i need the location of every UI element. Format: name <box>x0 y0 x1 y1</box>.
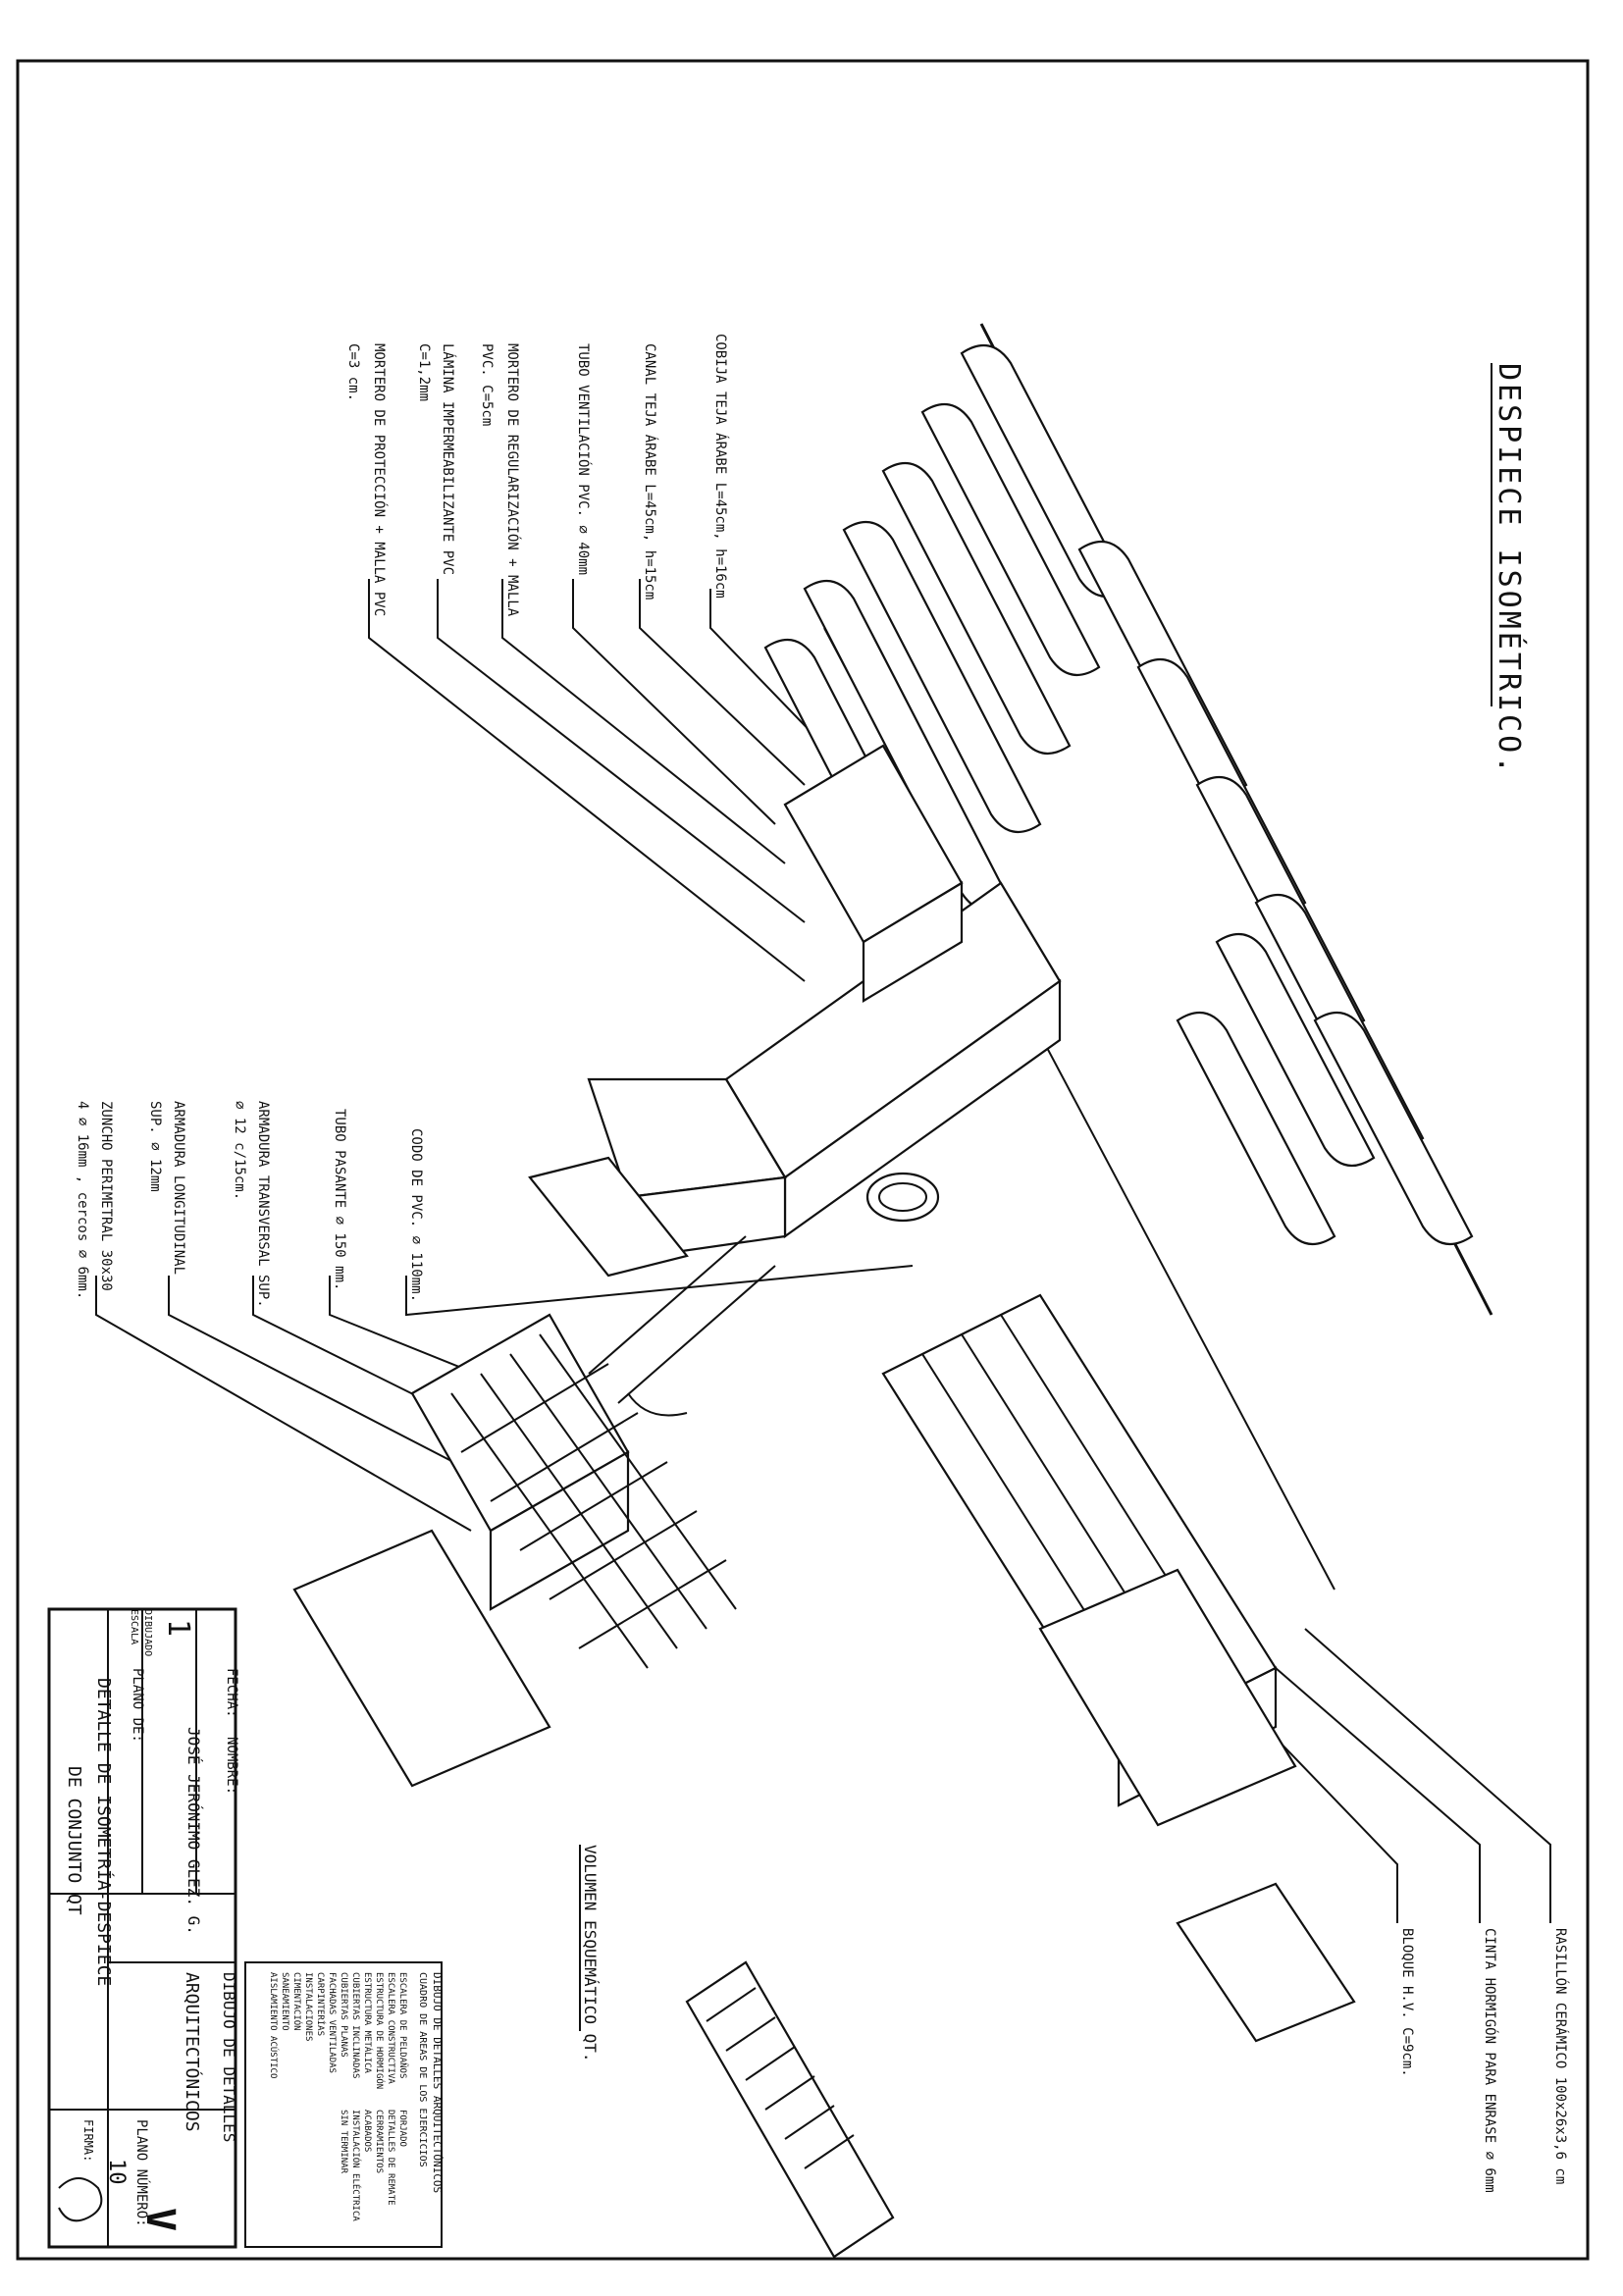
label-mortero-proteccion-2: C=3 cm. <box>345 343 361 401</box>
checklist-item: SIN TERMINAR <box>339 2110 348 2174</box>
label-zuncho-2: 4 ∅ 16mm , cercos ∅ 6mm. <box>75 1101 90 1299</box>
plano-de-line1: DETALLE DE ISOMETRÍA-DESPIECE <box>93 1678 115 1986</box>
label-lamina: LÁMINA IMPERMEABILIZANTE PVC <box>440 343 456 575</box>
label-armadura-transversal: ARMADURA TRANSVERSAL SUP. <box>255 1101 271 1308</box>
label-canal: CANAL TEJA ÁRABE L=45cm, h=15cm <box>642 343 658 600</box>
labels-right-group: RASILLÓN CERÁMICO 100x26x3,6 cm CINTA HO… <box>1399 1928 1570 2193</box>
checklist-subtitle: CUADRO DE AREAS DE LOS EJERCICIOS <box>417 1972 428 2167</box>
fecha-label: FECHA: <box>224 1668 239 1718</box>
checklist-item: CUBIERTAS INCLINADAS <box>350 1972 360 2078</box>
firma-label: FIRMA: <box>81 2119 95 2162</box>
label-armadura-transversal-2: ∅ 12 c/15cm. <box>232 1101 247 1200</box>
course-line2: ARQUITECTÓNICOS <box>182 1972 203 2132</box>
checklist-item: CIMENTACIÓN <box>291 1972 303 2031</box>
label-tubo-ventilacion: TUBO VENTILACIÓN PVC. ∅ 40mm <box>575 343 593 575</box>
signature-mark <box>58 2177 103 2222</box>
schematic-volume-label: VOLUMEN ESQUEMÁTICO QT. <box>581 1845 600 2062</box>
label-zuncho: ZUNCHO PERIMETRAL 30x30 <box>98 1101 114 1291</box>
label-tubo-pasante: TUBO PASANTE ∅ 150 mm. <box>332 1109 347 1290</box>
labels-mid-group: CODO DE PVC. ∅ 110mm. TUBO PASANTE ∅ 150… <box>75 1101 424 1308</box>
checklist-item: DETALLES DE REMATE <box>386 2110 395 2206</box>
label-bloque: BLOQUE H.V. C=9cm. <box>1399 1928 1415 2077</box>
checklist-item: FORJADO <box>397 2110 407 2147</box>
label-cobija: COBIJA TEJA ÁRABE L=45cm, h=16cm <box>712 334 729 599</box>
label-codo: CODO DE PVC. ∅ 110mm. <box>408 1128 424 1302</box>
nombre-label: NOMBRE: <box>224 1737 239 1795</box>
label-mortero-regularizacion-2: PVC. C=5cm <box>479 343 495 426</box>
course-line1: DIBUJO DE DETALLES <box>220 1972 238 2142</box>
checklist-item: CUBIERTAS PLANAS <box>339 1972 348 2058</box>
isometric-assembly <box>292 744 1356 2043</box>
checklist-item: FACHADAS VENTILADAS <box>327 1972 337 2073</box>
checklist-items: ESCALERA DE PELDAÑOS ESCALERA CONSTRUCTI… <box>268 1972 408 2221</box>
schematic-volume <box>685 1960 895 2259</box>
label-armadura-longitudinal-2: SUP. ∅ 12mm <box>147 1101 163 1192</box>
label-lamina-2: C=1,2mm <box>416 343 432 401</box>
checklist-item: ESTRUCTURA DE HORMIGÓN <box>374 1972 386 2089</box>
label-armadura-longitudinal: ARMADURA LONGITUDINAL <box>171 1101 186 1275</box>
checklist-item: CARPINTERÍAS <box>315 1972 327 2036</box>
checklist-item: ESTRUCTURA METÁLICA <box>362 1972 374 2074</box>
checklist-item: INSTALACIÓN ELÉCTRICA <box>350 2110 362 2221</box>
dibujado-label: DIBUJADO <box>142 1609 153 1656</box>
drawing-title: DESPIECE ISOMÉTRICO. <box>1492 363 1527 776</box>
plano-de-line2: DE CONJUNTO QT <box>64 1766 84 1915</box>
sheet-border <box>16 59 1590 2261</box>
checklist-item: ACABADOS <box>362 2110 372 2152</box>
checklist-item: ESCALERA CONSTRUCTIVA <box>386 1972 395 2084</box>
checklist-item: SANEAMIENTO <box>280 1972 289 2031</box>
label-cinta: CINTA HORMIGÓN PARA ENRASE ∅ 6mm <box>1482 1928 1499 2193</box>
plano-numero-value: 10 <box>104 2159 129 2185</box>
checklist-box <box>244 1961 443 2248</box>
title-block <box>47 1607 237 2249</box>
checklist-item: INSTALACIONES <box>303 1972 313 2041</box>
stamp-mark: V <box>137 2208 183 2231</box>
labels-top-group: COBIJA TEJA ÁRABE L=45cm, h=16cm CANAL T… <box>345 334 729 617</box>
plano-numero-label: PLANO NÚMERO: <box>133 2119 151 2227</box>
checklist-item: ESCALERA DE PELDAÑOS <box>397 1972 408 2078</box>
label-rasillon: RASILLÓN CERÁMICO 100x26x3,6 cm <box>1552 1928 1570 2184</box>
escala-label: ESCALA <box>129 1609 139 1644</box>
label-mortero-regularizacion: MORTERO DE REGULARIZACIÓN + MALLA <box>504 343 522 617</box>
checklist-item: CERRAMIENTOS <box>374 2110 384 2173</box>
checklist-item: AISLAMIENTO ACÚSTICO <box>268 1972 280 2078</box>
escala-value: 1 <box>161 1619 195 1637</box>
label-mortero-proteccion: MORTERO DE PROTECCIÓN + MALLA PVC <box>371 343 389 616</box>
plano-de-label: PLANO DE: <box>130 1668 145 1743</box>
checklist-title: DIBUJO DE DETALLES ARQUITECTÓNICOS <box>431 1972 444 2193</box>
roof-tiles-upper <box>763 323 1493 1591</box>
nombre-value: JOSÉ JERÓNIMO GLEZ. G. <box>184 1727 203 1935</box>
